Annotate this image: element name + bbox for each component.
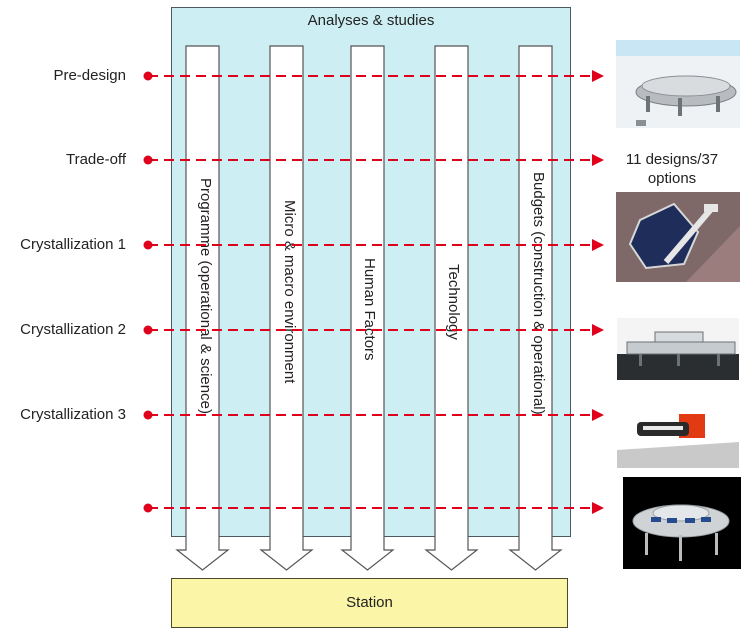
column-arrow-5 [508, 45, 563, 571]
trade-off-result-line-2: options [647, 170, 697, 187]
phase-label-pre-design: Pre-design [53, 67, 126, 84]
phase-label-crystallization-1: Crystallization 1 [20, 236, 126, 253]
phase-line-crystallization-3 [143, 409, 604, 421]
crystallization-3-station-render [617, 404, 739, 468]
column-arrow-2 [259, 45, 314, 571]
column-arrow-1 [175, 45, 230, 571]
column-arrow-4 [424, 45, 479, 571]
crystallization-2-station-render [617, 318, 739, 380]
pre-design-station-render [616, 40, 740, 128]
phase-label-trade-off: Trade-off [65, 151, 126, 168]
column-arrow-3 [340, 45, 395, 571]
phase-label-crystallization-2: Crystallization 2 [20, 321, 126, 338]
station-label: Station [346, 594, 393, 611]
phase-line-trade-off [143, 154, 604, 166]
phase-line-crystallization-1 [143, 239, 604, 251]
trade-off-result: 11 designs/37 options [604, 150, 740, 188]
trade-off-result-line-1: 11 designs/37 [625, 151, 719, 168]
panel-title: Analyses & studies [307, 12, 435, 29]
phase-line-final [143, 502, 604, 514]
crystallization-1-plan-render [616, 192, 740, 282]
phase-line-pre-design [143, 70, 604, 82]
final-station-render [623, 477, 741, 569]
phase-label-crystallization-3: Crystallization 3 [20, 406, 126, 423]
phase-line-crystallization-2 [143, 324, 604, 336]
station-box [171, 578, 568, 628]
